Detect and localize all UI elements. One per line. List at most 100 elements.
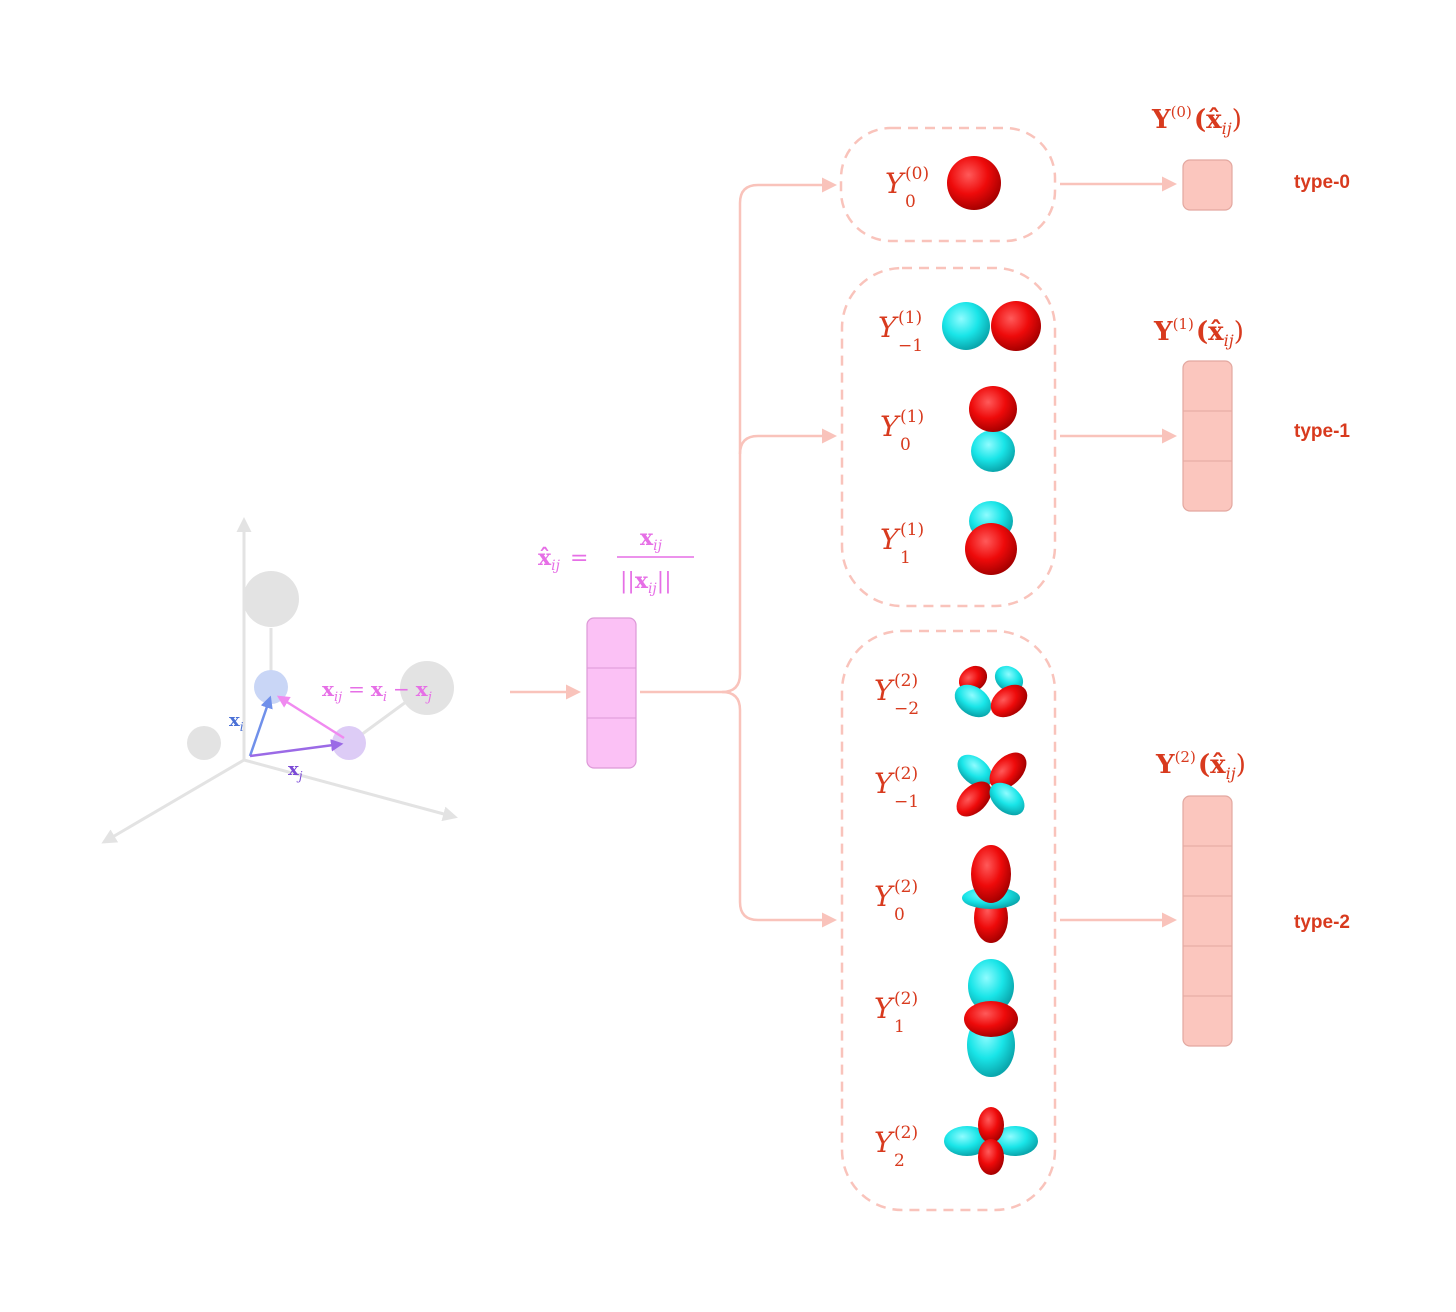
- output-vector-type2: [1182, 795, 1233, 1047]
- harmonic-order: 0: [894, 905, 905, 925]
- lobe-cyan: [957, 754, 993, 788]
- harmonic-shape-dz2-cyan: [964, 959, 1018, 1077]
- lobe-red: [991, 301, 1041, 351]
- vector-xi: [248, 695, 273, 757]
- group-box-l2: [840, 629, 1057, 1212]
- harmonic-label: Y: [885, 167, 906, 200]
- harmonic-label: Y: [880, 410, 901, 443]
- vector-xij: [276, 695, 345, 740]
- atom-i: [254, 670, 288, 704]
- harmonic-Y1-2: Y(1) 1: [880, 501, 1017, 575]
- harmonic-label: Y: [874, 1126, 895, 1159]
- lobe-red: [978, 1107, 1004, 1143]
- harmonic-order: 0: [905, 192, 916, 212]
- harmonic-degree: (2): [894, 671, 918, 691]
- harmonic-Y2-4: Y(2) 2: [874, 1107, 1038, 1175]
- harmonic-Y2-3: Y(2)1: [874, 959, 1018, 1077]
- normalization-formula: x̂ij= xij ||xij||: [538, 525, 694, 597]
- harmonic-shape-p-horizontal: [942, 301, 1041, 351]
- harmonic-shape-p-vertical-cyan-top: [965, 501, 1017, 575]
- output-vector-type1-frame: [1182, 360, 1233, 512]
- atom-j: [332, 726, 366, 760]
- unit-vector-frame: [586, 617, 637, 769]
- harmonic-Y0-0: Y(0) 0: [885, 156, 1001, 212]
- lobe-red: [990, 684, 1028, 718]
- harmonic-shape-d-clover-rotated: [956, 752, 1027, 817]
- lobe-red: [978, 1139, 1004, 1175]
- harmonic-label: Y: [878, 311, 899, 344]
- lobe-red: [947, 156, 1001, 210]
- lobe-cyan: [942, 302, 990, 350]
- label-xj: xj: [288, 759, 303, 783]
- group-box-l1: [840, 266, 1057, 608]
- output-vector-type1: [1182, 360, 1233, 512]
- harmonic-Y2-1: Y(2) −1: [874, 752, 1027, 817]
- harmonic-order: 1: [900, 548, 911, 568]
- lobe-cyan: [944, 1126, 990, 1156]
- lobe-cyan: [992, 1126, 1038, 1156]
- lobe-cyan: [971, 430, 1015, 472]
- lobe-red: [969, 386, 1017, 432]
- harmonic-label: Y: [880, 523, 901, 556]
- harmonic-degree: (1): [898, 308, 922, 328]
- output-labels: Y(0)(x̂ij) Y(1)(x̂ij) Y(2)(x̂ij): [1151, 103, 1246, 783]
- lobe-cyan: [989, 782, 1025, 816]
- harmonic-order: 2: [894, 1151, 905, 1171]
- svg-text:x̂ij=: x̂ij=: [538, 545, 588, 574]
- harmonic-Y1-1: Y(1) 0: [880, 386, 1017, 472]
- type-label-0: type-0: [1294, 172, 1350, 193]
- harmonics-layer: Y(0)0Y(1)−1Y(1)0Y(1)1Y(2)−2Y(2)−1Y(2)0Y(…: [874, 156, 1041, 1175]
- unit-vector: [586, 617, 637, 769]
- harmonic-label: Y: [874, 880, 895, 913]
- harmonic-degree: (2): [894, 1123, 918, 1143]
- background-atom: [243, 571, 299, 627]
- harmonic-shape-p-vertical-red-top: [969, 386, 1017, 472]
- harmonic-Y1-0: Y(1) −1: [878, 301, 1041, 356]
- output-label-type1: Y(1)(x̂ij): [1153, 315, 1244, 350]
- output-label-type2: Y(2)(x̂ij): [1155, 748, 1246, 783]
- background-atom: [400, 661, 454, 715]
- ring-red: [964, 1001, 1018, 1037]
- harmonic-label: Y: [874, 674, 895, 707]
- harmonic-shape-dz2: [962, 845, 1020, 943]
- harmonic-order: −1: [894, 792, 919, 812]
- harmonic-degree: (2): [894, 764, 918, 784]
- lobe-red: [956, 781, 992, 817]
- harmonic-order: −2: [894, 699, 919, 719]
- branch-connector: [640, 177, 837, 928]
- harmonic-Y2-0: Y(2) −2: [874, 665, 1028, 719]
- harmonic-order: 0: [900, 435, 911, 455]
- harmonic-shape-sphere: [947, 156, 1001, 210]
- type-label-1: type-1: [1294, 421, 1350, 442]
- label-xij-equation: xij=xi−xj: [322, 677, 432, 705]
- output-vector-type0-frame: [1182, 159, 1233, 211]
- x-axis: [101, 758, 245, 844]
- output-vector-type0: [1182, 159, 1233, 211]
- harmonic-order: 1: [894, 1017, 905, 1037]
- type-label-2: type-2: [1294, 912, 1350, 933]
- harmonic-shape-d-cross: [944, 1107, 1038, 1175]
- harmonic-degree: (2): [894, 877, 918, 897]
- harmonic-degree: (1): [900, 407, 924, 427]
- output-label-type0: Y(0)(x̂ij): [1151, 103, 1242, 138]
- harmonic-label: Y: [874, 767, 895, 800]
- lobe-red: [971, 845, 1011, 903]
- lobe-red: [965, 523, 1017, 575]
- harmonic-shape-d-clover: [954, 665, 1028, 718]
- harmonic-label: Y: [874, 992, 895, 1025]
- harmonic-degree: (1): [900, 520, 924, 540]
- harmonic-Y2-2: Y(2) 0: [874, 845, 1020, 943]
- coordinate-system: xi xj xij=xi−xj: [101, 517, 458, 844]
- y-axis: [243, 758, 458, 822]
- background-atom: [187, 726, 221, 760]
- group-box-l0: [839, 126, 1057, 243]
- lobe-cyan: [968, 959, 1014, 1013]
- harmonic-order: −1: [898, 336, 923, 356]
- svg-text:||xij||: ||xij||: [620, 568, 672, 597]
- unit-vector-column: [586, 617, 637, 769]
- lobe-red: [989, 752, 1027, 790]
- svg-text:xij: xij: [640, 525, 663, 554]
- harmonic-degree: (0): [905, 164, 929, 184]
- vector-xj: [249, 739, 344, 758]
